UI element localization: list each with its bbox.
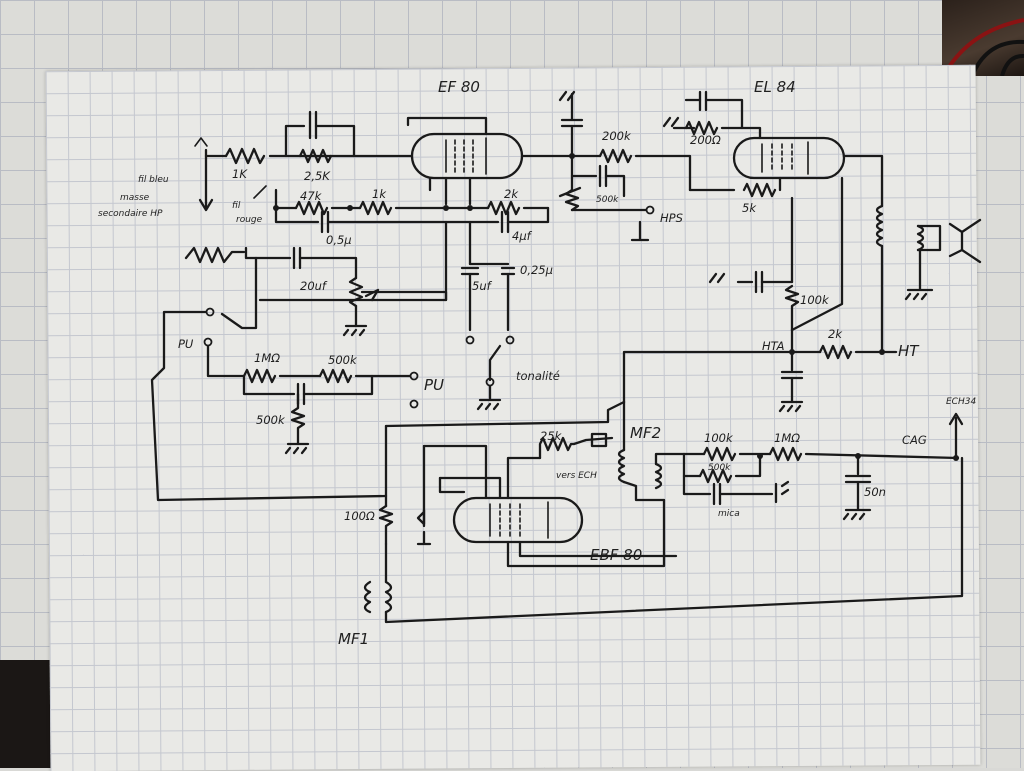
r-2k-mid-label: 2k bbox=[504, 187, 519, 201]
note-masse-2: secondaire HP bbox=[98, 209, 163, 219]
ebf80-envelope bbox=[452, 496, 584, 544]
c-5uf-label: 5uf bbox=[472, 279, 493, 293]
scribble-ground bbox=[184, 246, 246, 264]
resistor-500k-gnd bbox=[290, 392, 306, 446]
resistor-5k bbox=[742, 182, 777, 198]
c-0-5u-label: 0,5µ bbox=[326, 233, 352, 247]
ef80-envelope bbox=[410, 132, 524, 180]
note-fil-rouge-1: fil bbox=[232, 201, 241, 211]
resistor-2k-mid bbox=[486, 200, 521, 216]
r-47k-label: 47k bbox=[300, 189, 323, 203]
speaker-icon bbox=[948, 218, 982, 264]
cap-bypass-2-5k bbox=[308, 110, 318, 140]
el84-envelope bbox=[732, 136, 846, 180]
c-50n-label: 50n bbox=[864, 485, 886, 499]
resistor-500k-hf2 bbox=[698, 468, 733, 484]
mf2-label: MF2 bbox=[630, 424, 661, 442]
el84-tube bbox=[732, 136, 846, 180]
resistor-25k bbox=[538, 436, 576, 460]
r-500k-pu-label: 500k bbox=[328, 353, 358, 367]
resistor-1k-mid bbox=[358, 200, 393, 216]
resistor-1mohm-pu bbox=[242, 368, 277, 384]
resistor-200k bbox=[598, 148, 633, 164]
output-transformer-primary bbox=[875, 204, 884, 248]
diode-block bbox=[590, 432, 608, 448]
r-1mohm-cag-label: 1MΩ bbox=[774, 431, 800, 445]
pu-right-label: PU bbox=[424, 376, 444, 394]
r-500k-pot-label: 500k bbox=[596, 195, 619, 205]
resistor-100k-hf2 bbox=[702, 446, 737, 462]
resistor-2-5k bbox=[298, 148, 333, 164]
cag-label: CAG bbox=[902, 433, 927, 447]
note-masse-1: masse bbox=[120, 193, 150, 203]
resistor-47k bbox=[294, 200, 329, 216]
mf1-label: MF1 bbox=[338, 630, 369, 648]
c-0-25u-label: 0,25µ bbox=[520, 263, 553, 277]
ech34-label: ECH34 bbox=[946, 397, 976, 407]
mf1-secondary bbox=[384, 580, 393, 614]
pu-left-label: PU bbox=[178, 337, 194, 351]
r-2-5k-label: 2,5K bbox=[304, 169, 331, 183]
note-fil-bleu: fil bleu bbox=[138, 175, 169, 185]
resistor-1mohm-cag bbox=[768, 446, 803, 462]
r-200k-label: 200k bbox=[602, 129, 632, 143]
r-100k-hta-label: 100k bbox=[800, 293, 830, 307]
r-200-ohm-label: 200Ω bbox=[690, 133, 721, 147]
resistor-2k-ht bbox=[818, 344, 853, 360]
r-100-ohm-label: 100Ω bbox=[344, 509, 375, 523]
ebf80-tube bbox=[452, 496, 584, 544]
r-500k-hf2-label: 500k bbox=[708, 463, 731, 473]
r-2k-ht-label: 2k bbox=[828, 327, 843, 341]
hta-label: HTA bbox=[762, 339, 785, 353]
cap-200-ohm-bypass bbox=[698, 90, 708, 112]
resistor-500k-pu bbox=[318, 368, 353, 384]
c-mica-label: mica bbox=[718, 509, 740, 519]
cap-hta-filter bbox=[780, 350, 804, 380]
mf2-primary bbox=[617, 448, 626, 484]
r-500k-gnd-label: 500k bbox=[256, 413, 286, 427]
ht-label: HT bbox=[898, 342, 920, 360]
r-1mohm-pu-label: 1MΩ bbox=[254, 351, 280, 365]
r-25k-label: 25k bbox=[540, 429, 563, 443]
el84-label: EL 84 bbox=[754, 78, 796, 96]
cap-top-decoupling bbox=[560, 92, 584, 128]
resistor-100-ohm bbox=[378, 504, 394, 546]
note-fil-rouge-2: rouge bbox=[236, 215, 263, 225]
output-transformer-secondary bbox=[916, 224, 925, 252]
note-vers-ech: vers ECH bbox=[556, 471, 597, 481]
c-4uf-label: 4µf bbox=[512, 229, 533, 243]
c-20uf-label: 20uf bbox=[300, 279, 328, 293]
r-5k-label: 5k bbox=[742, 201, 757, 215]
r-1k-top-label: 1K bbox=[232, 167, 248, 181]
mf1-primary bbox=[363, 580, 372, 614]
r-100k-hf2-label: 100k bbox=[704, 431, 734, 445]
r-1k-mid-label: 1k bbox=[372, 187, 387, 201]
note-tonalite: tonalité bbox=[516, 369, 560, 383]
resistor-1k-top bbox=[224, 147, 266, 165]
ef80-label: EF 80 bbox=[438, 78, 480, 96]
cap-50n bbox=[844, 454, 872, 484]
resistor-200-ohm bbox=[684, 120, 719, 136]
mf2-secondary bbox=[654, 462, 663, 490]
note-hps: HPS bbox=[660, 211, 683, 225]
resistor-100k-hta bbox=[784, 284, 800, 332]
pot-volume bbox=[348, 276, 364, 308]
